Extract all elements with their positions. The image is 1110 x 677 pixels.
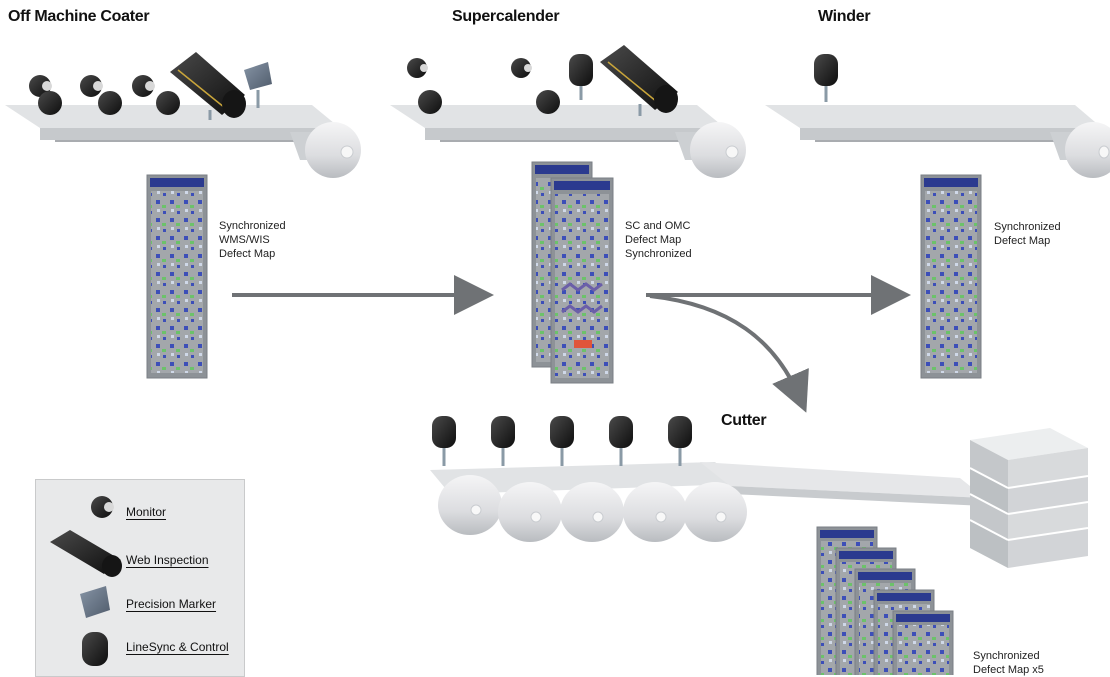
omc-defect-map-caption: Synchronized WMS/WIS Defect Map xyxy=(219,220,286,260)
arrow-supercalender-to-cutter xyxy=(649,294,809,413)
omc-defect-map xyxy=(146,174,208,379)
omc-web-inspection-icon xyxy=(170,52,246,120)
linesync-control-icon xyxy=(550,416,574,466)
monitor-icon xyxy=(38,91,62,115)
supercalender-monitors xyxy=(407,58,560,114)
winder-linesync-icon xyxy=(814,54,838,102)
cutter-defect-map xyxy=(892,610,954,675)
winder-defect-map-caption: Synchronized Defect Map xyxy=(994,221,1061,247)
legend-box: Monitor Web Inspection Precision Marker … xyxy=(35,479,245,677)
stage-title-cutter: Cutter xyxy=(721,412,767,429)
legend-label-monitor: Monitor xyxy=(126,505,167,519)
cutter-defect-maps xyxy=(816,526,954,675)
linesync-control-icon xyxy=(491,416,515,466)
legend-label-precision-marker: Precision Marker xyxy=(126,597,217,611)
web-inspection-icon xyxy=(50,530,122,577)
precision-marker-icon xyxy=(80,586,110,618)
supercalender-defect-map-caption: SC and OMC Defect Map Synchronized xyxy=(625,220,692,260)
linesync-control-icon xyxy=(668,416,692,466)
monitor-icon xyxy=(98,91,122,115)
omc-precision-marker-icon xyxy=(244,62,272,108)
linesync-control-icon xyxy=(432,416,456,466)
monitor-icon xyxy=(156,91,180,115)
legend-label-linesync-control: LineSync & Control xyxy=(126,640,229,654)
omc-conveyor xyxy=(5,105,361,178)
supercalender-linesync-icon xyxy=(569,54,593,100)
flow-arrows xyxy=(232,275,911,413)
monitor-icon xyxy=(418,90,442,114)
monitor-icon xyxy=(91,496,114,518)
cut-sheet-stack xyxy=(969,428,1089,568)
cutter-conveyor xyxy=(430,462,985,542)
monitor-icon xyxy=(536,90,560,114)
cutter-defect-map-caption: Synchronized Defect Map x5 xyxy=(973,650,1044,676)
linesync-control-icon xyxy=(609,416,633,466)
monitor-icon xyxy=(511,58,532,78)
legend-label-web-inspection: Web Inspection xyxy=(126,553,209,567)
linesync-control-icon xyxy=(82,632,108,666)
legend-icons xyxy=(50,496,122,666)
stage-title-winder: Winder xyxy=(818,8,871,25)
winder-defect-map xyxy=(920,174,982,379)
omc-monitors xyxy=(29,75,180,115)
monitor-icon xyxy=(132,75,155,97)
monitor-icon xyxy=(80,75,103,97)
stage-title-supercalender: Supercalender xyxy=(452,8,560,25)
monitor-icon xyxy=(407,58,428,78)
supercalender-defect-map-front xyxy=(550,177,614,384)
supercalender-web-inspection-icon xyxy=(600,45,678,116)
cutter-linesync-units xyxy=(432,416,692,466)
winder-conveyor xyxy=(765,105,1110,178)
monitor-icon xyxy=(29,75,52,97)
stage-title-off-machine-coater: Off Machine Coater xyxy=(8,8,150,25)
